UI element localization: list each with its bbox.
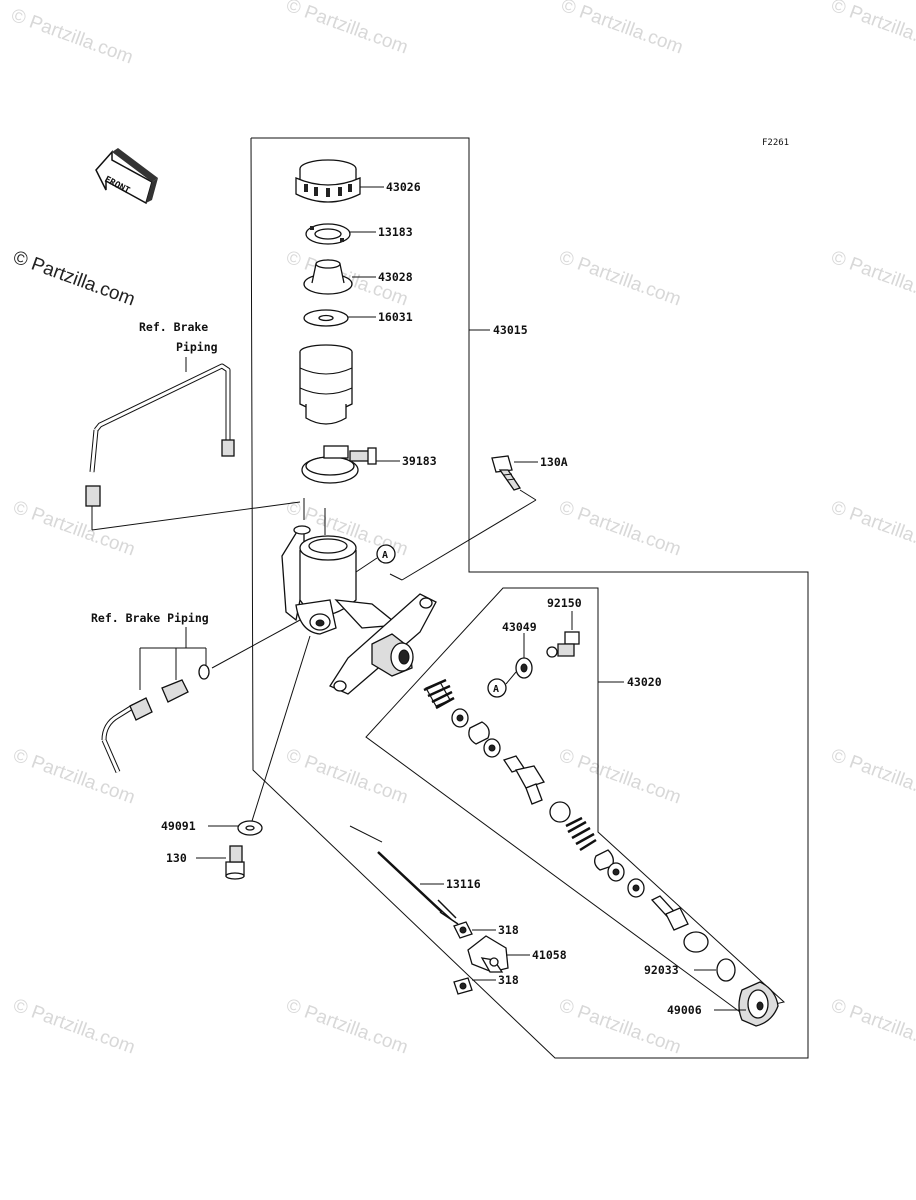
marker-a-lower-label: A [493, 684, 499, 695]
diaphragm [303, 259, 353, 295]
front-arrow-icon: FRONT [95, 148, 158, 205]
watermark: © Partzilla.com [828, 745, 916, 809]
part-label-43026: 43026 [386, 180, 421, 194]
reservoir-cap [295, 159, 361, 203]
watermark: © Partzilla.com [10, 247, 137, 311]
watermark: © Partzilla.com [10, 745, 137, 809]
diaphragm-plate [305, 223, 351, 245]
washer-43049 [515, 657, 533, 679]
watermark: © Partzilla.com [556, 247, 683, 311]
figure-code: F2261 [762, 138, 789, 148]
part-label-49091: 49091 [161, 819, 196, 833]
watermark-layer: © Partzilla.com © Partzilla.com © Partzi… [8, 0, 916, 1058]
watermark: © Partzilla.com [556, 745, 683, 809]
watermark: © Partzilla.com [8, 5, 135, 69]
part-label-41058: 41058 [532, 948, 567, 962]
push-rod [349, 825, 459, 925]
watermark: © Partzilla.com [10, 995, 137, 1059]
watermark: © Partzilla.com [283, 995, 410, 1059]
marker-a-lower [487, 678, 507, 698]
washer-49091 [237, 820, 263, 836]
bolt-130A [491, 455, 522, 491]
piston-internals [423, 678, 709, 953]
bolt-130 [225, 845, 245, 880]
watermark: © Partzilla.com [556, 497, 683, 561]
watermark: © Partzilla.com [283, 745, 410, 809]
bolt-92150 [546, 631, 580, 658]
part-label-39183: 39183 [402, 454, 437, 468]
assembly-outline-43015 [250, 137, 809, 1059]
dust-boot-49006 [738, 981, 779, 1027]
reservoir [299, 344, 353, 425]
marker-a-upper [376, 544, 396, 564]
part-label-13183: 13183 [378, 225, 413, 239]
nut-318-bottom [453, 977, 473, 995]
hose-clamp [301, 445, 377, 484]
part-label-16031: 16031 [378, 310, 413, 324]
watermark: © Partzilla.com [558, 0, 685, 58]
marker-a-upper-label: A [382, 550, 388, 561]
part-label-43028: 43028 [378, 270, 413, 284]
watermark: © Partzilla.com [828, 247, 916, 311]
part-label-43015: 43015 [493, 323, 528, 337]
watermark: © Partzilla.com [556, 995, 683, 1059]
brake-pipe-lower [101, 664, 210, 774]
part-label-318-top: 318 [498, 923, 519, 937]
part-label-92033: 92033 [644, 963, 679, 977]
master-cylinder-body [281, 498, 437, 695]
part-label-130: 130 [166, 851, 187, 865]
ref-label-upper-line2: Piping [176, 340, 218, 354]
nut-318-top [453, 921, 473, 939]
brake-pipe-upper [85, 363, 235, 507]
assembly-outline-43020 [365, 587, 786, 1013]
part-label-13116: 13116 [446, 877, 481, 891]
part-label-130A: 130A [540, 455, 568, 469]
washer [303, 309, 349, 327]
part-label-92150: 92150 [547, 596, 582, 610]
watermark: © Partzilla.com [10, 497, 137, 561]
watermark: © Partzilla.com [283, 0, 410, 58]
clevis [467, 935, 509, 973]
watermark: © Partzilla.com [828, 497, 916, 561]
part-label-43049: 43049 [502, 620, 537, 634]
ref-label-upper-line1: Ref. Brake [139, 320, 208, 334]
watermark: © Partzilla.com [828, 0, 916, 58]
watermark: © Partzilla.com [828, 995, 916, 1059]
ref-label-lower: Ref. Brake Piping [91, 611, 209, 625]
circlip-92033 [716, 958, 736, 982]
part-label-43020: 43020 [627, 675, 662, 689]
part-label-49006: 49006 [667, 1003, 702, 1017]
part-label-318-bottom: 318 [498, 973, 519, 987]
